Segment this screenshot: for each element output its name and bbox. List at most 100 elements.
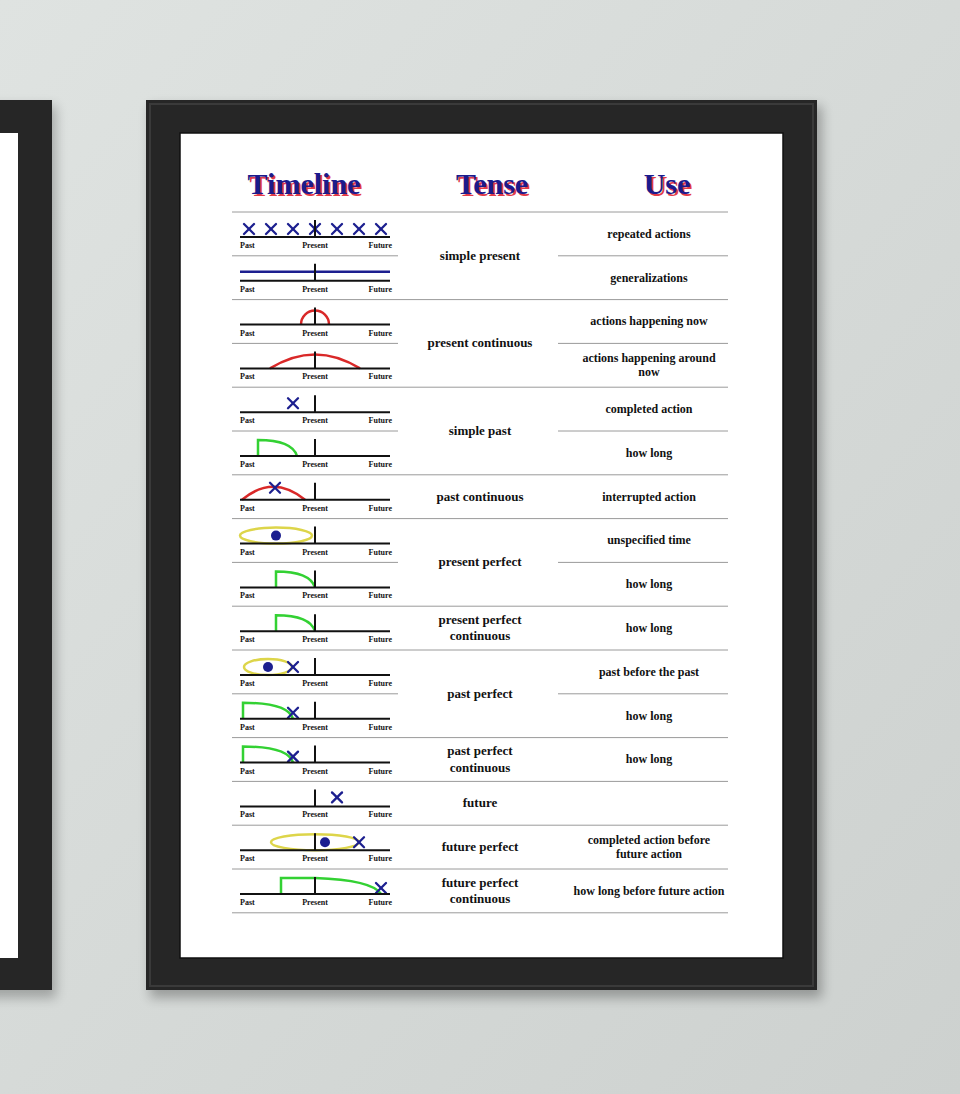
tense-name: future perfect continuous [424, 875, 536, 908]
duration-curve [258, 440, 297, 456]
present-tick [314, 702, 316, 719]
present-tick [314, 570, 316, 587]
tense-name: simple past [424, 423, 536, 439]
axis-label: Past [240, 899, 280, 907]
axis-label: Past [240, 461, 280, 469]
left-poster [0, 133, 18, 958]
axis-label: Future [352, 855, 392, 863]
event-cross [354, 224, 364, 234]
axis-label: Future [352, 768, 392, 776]
frame-shadow [150, 106, 822, 998]
axis-label: Future [352, 636, 392, 644]
event-cross [288, 662, 298, 672]
tense-use: interrupted action [572, 490, 727, 504]
event-cross [354, 837, 364, 847]
table-rule [558, 562, 728, 563]
timeline [240, 264, 390, 281]
event-cross [288, 752, 298, 762]
axis-label: Present [293, 592, 337, 600]
tense-name: past continuous [424, 489, 536, 505]
tense-name: present perfect continuous [424, 612, 536, 645]
duration-curve [243, 703, 293, 719]
event-dot [263, 662, 273, 672]
event-dot [320, 837, 330, 847]
tense-name: future perfect [424, 839, 536, 855]
event-cross [332, 792, 342, 802]
axis-label: Present [293, 855, 337, 863]
table-rule [558, 255, 728, 256]
tense-name: simple present [424, 248, 536, 264]
table-rule [232, 912, 728, 913]
axis-label: Future [352, 286, 392, 294]
time-span-ellipse [244, 659, 292, 675]
present-tick [314, 308, 316, 325]
event-cross [288, 708, 298, 718]
axis-label: Past [240, 768, 280, 776]
present-tick [314, 439, 316, 456]
duration-curve [281, 878, 381, 894]
time-span-ellipse [240, 528, 312, 544]
axis-label: Future [352, 330, 392, 338]
duration-curve [276, 571, 315, 587]
table-rule [232, 343, 398, 344]
timeline [240, 614, 390, 631]
tense-use: how long [572, 752, 727, 766]
axis-label: Future [352, 549, 392, 557]
tense-name: past perfect [424, 686, 536, 702]
tense-use: unspecified time [572, 533, 727, 547]
timeline [240, 833, 390, 850]
table-rule [558, 431, 728, 432]
frame-bevel [150, 104, 813, 986]
table-rule [232, 387, 728, 388]
table-rule [232, 693, 398, 694]
tense-use: actions happening around now [572, 351, 727, 380]
event-cross [332, 224, 342, 234]
present-tick [314, 658, 316, 675]
table-rule [232, 650, 728, 651]
present-tick [314, 351, 316, 368]
axis-label: Present [293, 373, 337, 381]
timeline [240, 483, 390, 500]
table-rules [232, 212, 728, 913]
axis-label: Future [352, 899, 392, 907]
axis-label: Present [293, 286, 337, 294]
present-tick [314, 833, 316, 850]
event-dot [271, 531, 281, 541]
axis-label: Future [352, 417, 392, 425]
tense-use: past before the past [572, 665, 727, 679]
table-rule [232, 255, 398, 256]
tense-name: present continuous [424, 335, 536, 351]
event-cross [288, 224, 298, 234]
table-rule [232, 869, 728, 870]
tense-use: completed action [572, 402, 727, 416]
axis-label: Future [352, 373, 392, 381]
axis-label: Future [352, 724, 392, 732]
axis-label: Present [293, 330, 337, 338]
timeline [240, 789, 390, 806]
left-frame [0, 100, 52, 990]
column-header: Use [597, 167, 737, 200]
present-tick [314, 483, 316, 500]
axis-label: Past [240, 592, 280, 600]
picture-frame [146, 100, 817, 990]
event-cross [376, 224, 386, 234]
table-rule [232, 212, 728, 213]
axis-label: Present [293, 505, 337, 513]
axis-label: Present [293, 680, 337, 688]
table-rule [232, 299, 728, 300]
axis-label: Past [240, 680, 280, 688]
event-cross [376, 883, 386, 893]
axis-label: Future [352, 461, 392, 469]
event-cross [288, 398, 298, 408]
axis-label: Past [240, 286, 280, 294]
axis-label: Past [240, 636, 280, 644]
axis-label: Past [240, 242, 280, 250]
timeline [240, 395, 390, 412]
duration-curve [276, 615, 315, 631]
tense-use: generalizations [572, 271, 727, 285]
tense-use: how long before future action [572, 884, 727, 898]
table-rule [232, 562, 398, 563]
